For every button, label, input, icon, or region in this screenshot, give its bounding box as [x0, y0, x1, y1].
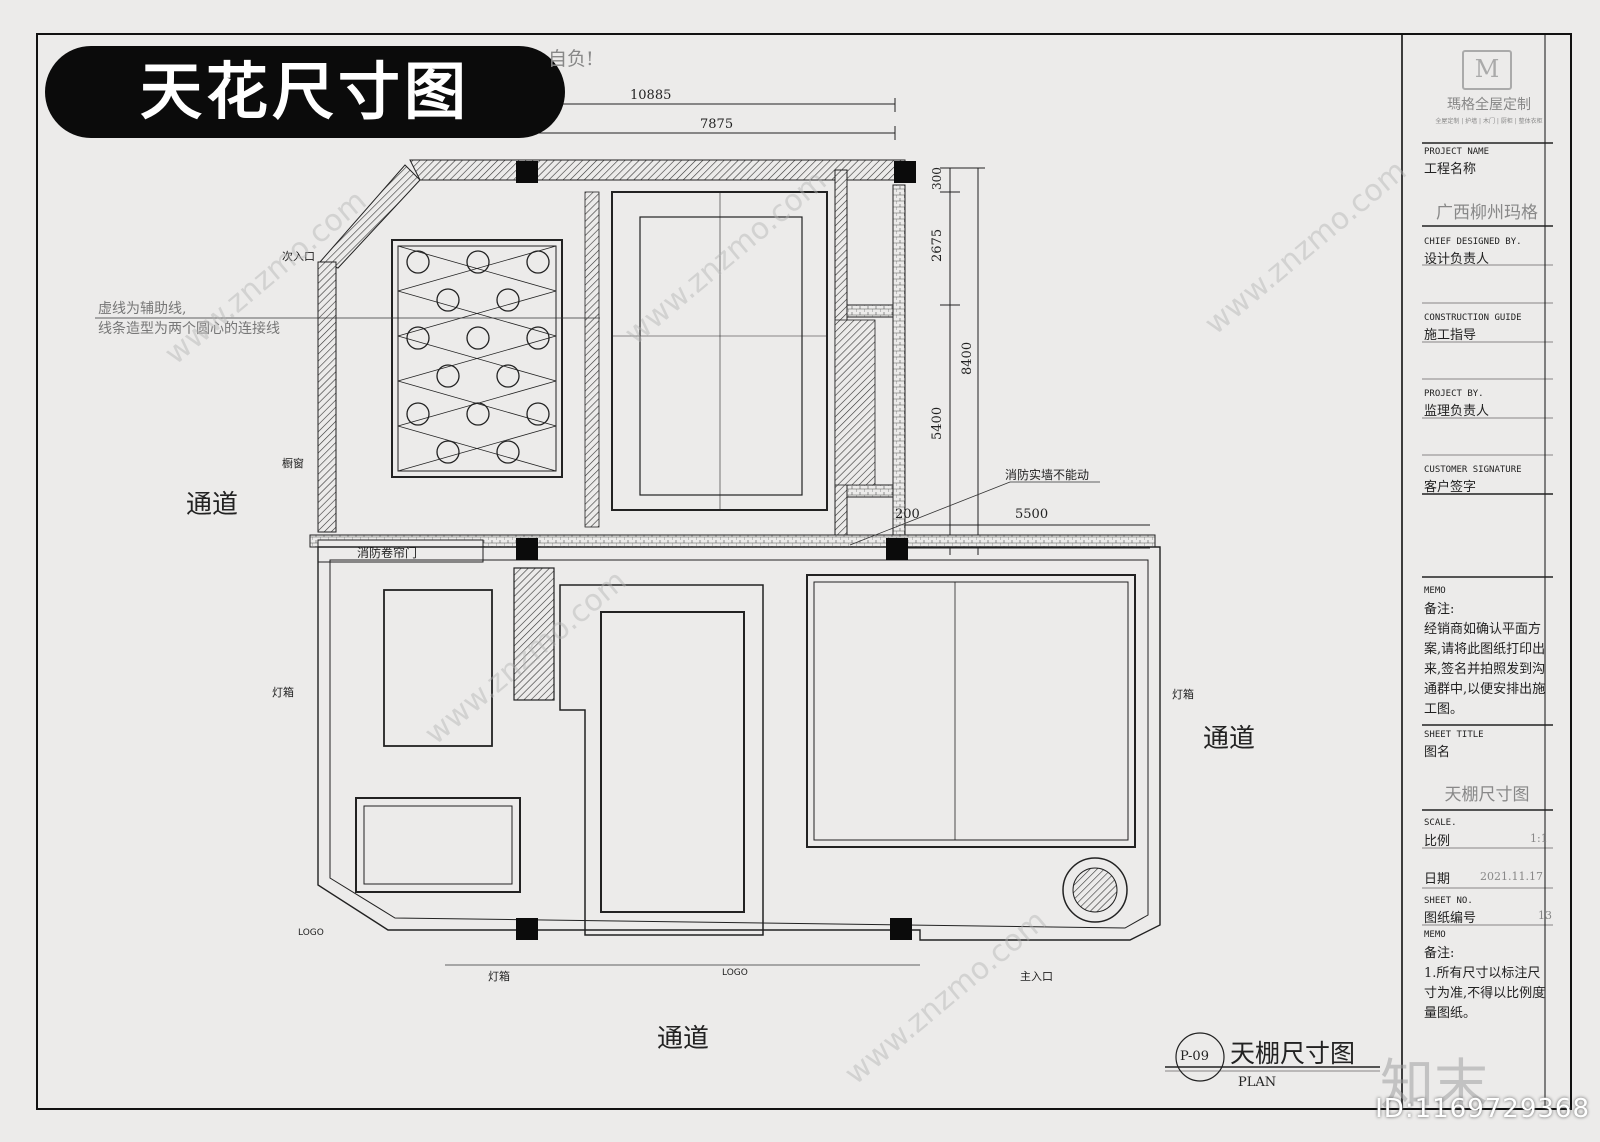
- memo2-text: 1.所有尺寸以标注尺寸为准,不得以比例度量图纸。: [1424, 966, 1546, 1021]
- lattice-circle: [526, 250, 550, 274]
- lattice-circles: [397, 245, 557, 472]
- lattice-circle: [436, 440, 460, 464]
- lattice-circle: [526, 402, 550, 426]
- brand-sub: 全屋定制 | 护墙 | 木门 | 厨柜 | 整体衣柜: [1435, 118, 1543, 125]
- lattice-line: [397, 245, 557, 292]
- label-passage-right: 通道: [1203, 724, 1256, 754]
- memo-text: 经销商如确认平面方案,请将此图纸打印出来,签名并拍照发到沟通群中,以便安排出施工…: [1424, 622, 1546, 717]
- project-name-cn: 工程名称: [1424, 162, 1477, 177]
- notice-fragment: 自负!: [548, 48, 594, 70]
- label-logo-left: LOGO: [298, 928, 324, 938]
- plan-code: P-09: [1180, 1049, 1209, 1064]
- lattice-line: [397, 425, 557, 472]
- lower-outer-wall: [317, 546, 1161, 941]
- designer-en: CHIEF DESIGNED BY.: [1424, 237, 1522, 247]
- lattice-line: [397, 290, 557, 337]
- label-passage-bottom: 通道: [657, 1024, 710, 1054]
- date-value: 2021.11.17: [1480, 870, 1543, 883]
- customer-en: CUSTOMER SIGNATURE: [1424, 465, 1522, 475]
- watermark-id: ID:1169729368: [1375, 1094, 1590, 1124]
- label-lightbox-left: 灯箱: [272, 686, 294, 699]
- dim-right-8400: 8400: [960, 341, 975, 375]
- scale-cn: 比例: [1424, 834, 1451, 849]
- label-passage-left: 通道: [186, 490, 239, 520]
- memo2-en: MEMO: [1424, 930, 1446, 940]
- columns: [516, 161, 916, 940]
- lattice-circle: [466, 326, 490, 350]
- dim-mid-5500: 5500: [1015, 507, 1049, 522]
- lattice-circle: [496, 288, 520, 312]
- lattice-circle: [436, 364, 460, 388]
- plan-name: 天棚尺寸图: [1230, 1039, 1356, 1068]
- lattice-ceiling: [391, 239, 563, 478]
- lattice-circle: [406, 250, 430, 274]
- customer-cn: 客户签字: [1424, 480, 1477, 495]
- label-lightbox-right: 灯箱: [1172, 688, 1194, 701]
- aux-note-line2: 线条造型为两个圆心的连接线: [98, 321, 280, 337]
- label-main-entrance: 主入口: [1020, 970, 1053, 983]
- dim-top-total: 10885: [630, 88, 672, 103]
- lattice-circle: [406, 402, 430, 426]
- memo2-cn: 备注:: [1424, 946, 1455, 961]
- brand-name: 瑪格全屋定制: [1447, 97, 1531, 113]
- label-fire-wall: 消防实墙不能动: [1005, 468, 1090, 482]
- sheet-no-cn: 图纸编号: [1424, 911, 1477, 926]
- project-by-en: PROJECT BY.: [1424, 389, 1484, 399]
- lower-rooms: [355, 567, 1136, 936]
- lattice-circle: [406, 326, 430, 350]
- guide-cn: 施工指导: [1424, 328, 1477, 343]
- dim-right-2675: 2675: [930, 228, 945, 262]
- leader-lines: [95, 317, 1100, 966]
- lattice-circle: [526, 326, 550, 350]
- scale-en: SCALE.: [1424, 818, 1457, 828]
- lattice-circle: [496, 364, 520, 388]
- label-lightbox-bottom: 灯箱: [488, 970, 510, 983]
- upper-right-room: [611, 191, 828, 511]
- lattice-line: [397, 335, 557, 382]
- dim-right-5400: 5400: [930, 406, 945, 440]
- sheet-title-en: SHEET TITLE: [1424, 730, 1484, 740]
- banner-title: 天花尺寸图: [139, 55, 470, 128]
- label-fire-shutter: 消防卷帘门: [357, 546, 418, 560]
- project-by-cn: 监理负责人: [1424, 404, 1490, 419]
- upper-walls: [309, 159, 1156, 563]
- plan-sub: PLAN: [1238, 1075, 1277, 1090]
- memo-cn: 备注:: [1424, 602, 1455, 617]
- guide-en: CONSTRUCTION GUIDE: [1424, 313, 1522, 323]
- lattice-line: [397, 380, 557, 427]
- title-block-rules: [1422, 142, 1553, 926]
- project-name-value: 广西柳州玛格: [1436, 203, 1538, 223]
- dim-mid-200: 200: [895, 507, 920, 522]
- plan-title-mark: [1165, 1032, 1380, 1082]
- title-banner: 天花尺寸图: [45, 46, 565, 138]
- lower-inner-wall: [329, 559, 1149, 929]
- sheet-no-value: 13: [1538, 909, 1552, 922]
- sheet-title-cn: 图名: [1424, 745, 1451, 760]
- brand-logo-icon: M: [1462, 50, 1512, 90]
- lattice-circle: [436, 288, 460, 312]
- scale-value: 1:1: [1530, 832, 1548, 845]
- lattice-circle: [466, 250, 490, 274]
- designer-cn: 设计负责人: [1424, 252, 1490, 267]
- right-dimension-lines: [900, 167, 1150, 555]
- sheet-no-en: SHEET NO.: [1424, 896, 1473, 906]
- label-secondary-entrance: 次入口: [282, 250, 315, 263]
- label-window: 橱窗: [282, 457, 304, 470]
- label-logo-bottom: LOGO: [722, 968, 748, 978]
- dim-top-inner: 7875: [700, 117, 734, 132]
- date-cn: 日期: [1424, 872, 1451, 887]
- memo-en: MEMO: [1424, 586, 1446, 596]
- sheet-border: [36, 33, 1572, 1110]
- sheet-title-value: 天棚尺寸图: [1444, 785, 1530, 805]
- hatched-bands: [584, 191, 876, 528]
- aux-note-line1: 虚线为辅助线,: [98, 301, 187, 317]
- dim-right-300: 300: [930, 167, 944, 190]
- project-name-en: PROJECT NAME: [1424, 147, 1490, 157]
- lattice-circle: [496, 440, 520, 464]
